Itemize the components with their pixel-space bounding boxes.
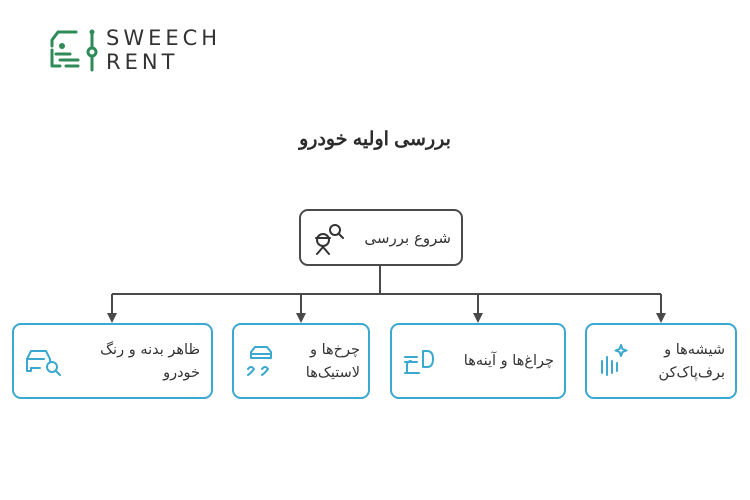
child-node-windshield-wipers[interactable]: شیشه‌ها و برف‌پاک‌کن (585, 323, 737, 399)
child-3-label-line1: چراغ‌ها و آینه‌ها (463, 353, 554, 369)
diagram-title: بررسی اولیه خودرو (299, 129, 451, 150)
child-2-label-line2: لاستیک‌ها (305, 365, 360, 381)
root-node-label: شروع بررسی (364, 229, 451, 247)
child-node-tires[interactable]: چرخ‌ها و لاستیک‌ها (232, 323, 370, 399)
child-4-label-line1: شیشه‌ها و (664, 342, 725, 358)
car-search-icon (26, 350, 61, 376)
child-node-lights-mirrors[interactable]: چراغ‌ها و آینه‌ها (390, 323, 566, 399)
logo-text-line2: RENT (106, 50, 179, 74)
inspector-search-icon (315, 224, 344, 255)
child-2-label-line1: چرخ‌ها و (310, 342, 360, 358)
root-node[interactable]: شروع بررسی (299, 209, 463, 266)
logo: SWEECH RENT (48, 26, 253, 74)
child-node-body-paint[interactable]: ظاهر بدنه و رنگ خودرو (12, 323, 213, 399)
logo-text-line1: SWEECH (106, 26, 222, 50)
car-circuit-icon (50, 29, 98, 72)
child-4-label-line2: برف‌پاک‌کن (658, 365, 725, 381)
windshield-sparkle-icon (601, 344, 628, 376)
child-1-label-line2: خودرو (163, 365, 200, 381)
headlight-icon (404, 350, 434, 374)
child-1-label-line1: ظاهر بدنه و رنگ (100, 342, 200, 358)
tire-icon (247, 346, 272, 376)
